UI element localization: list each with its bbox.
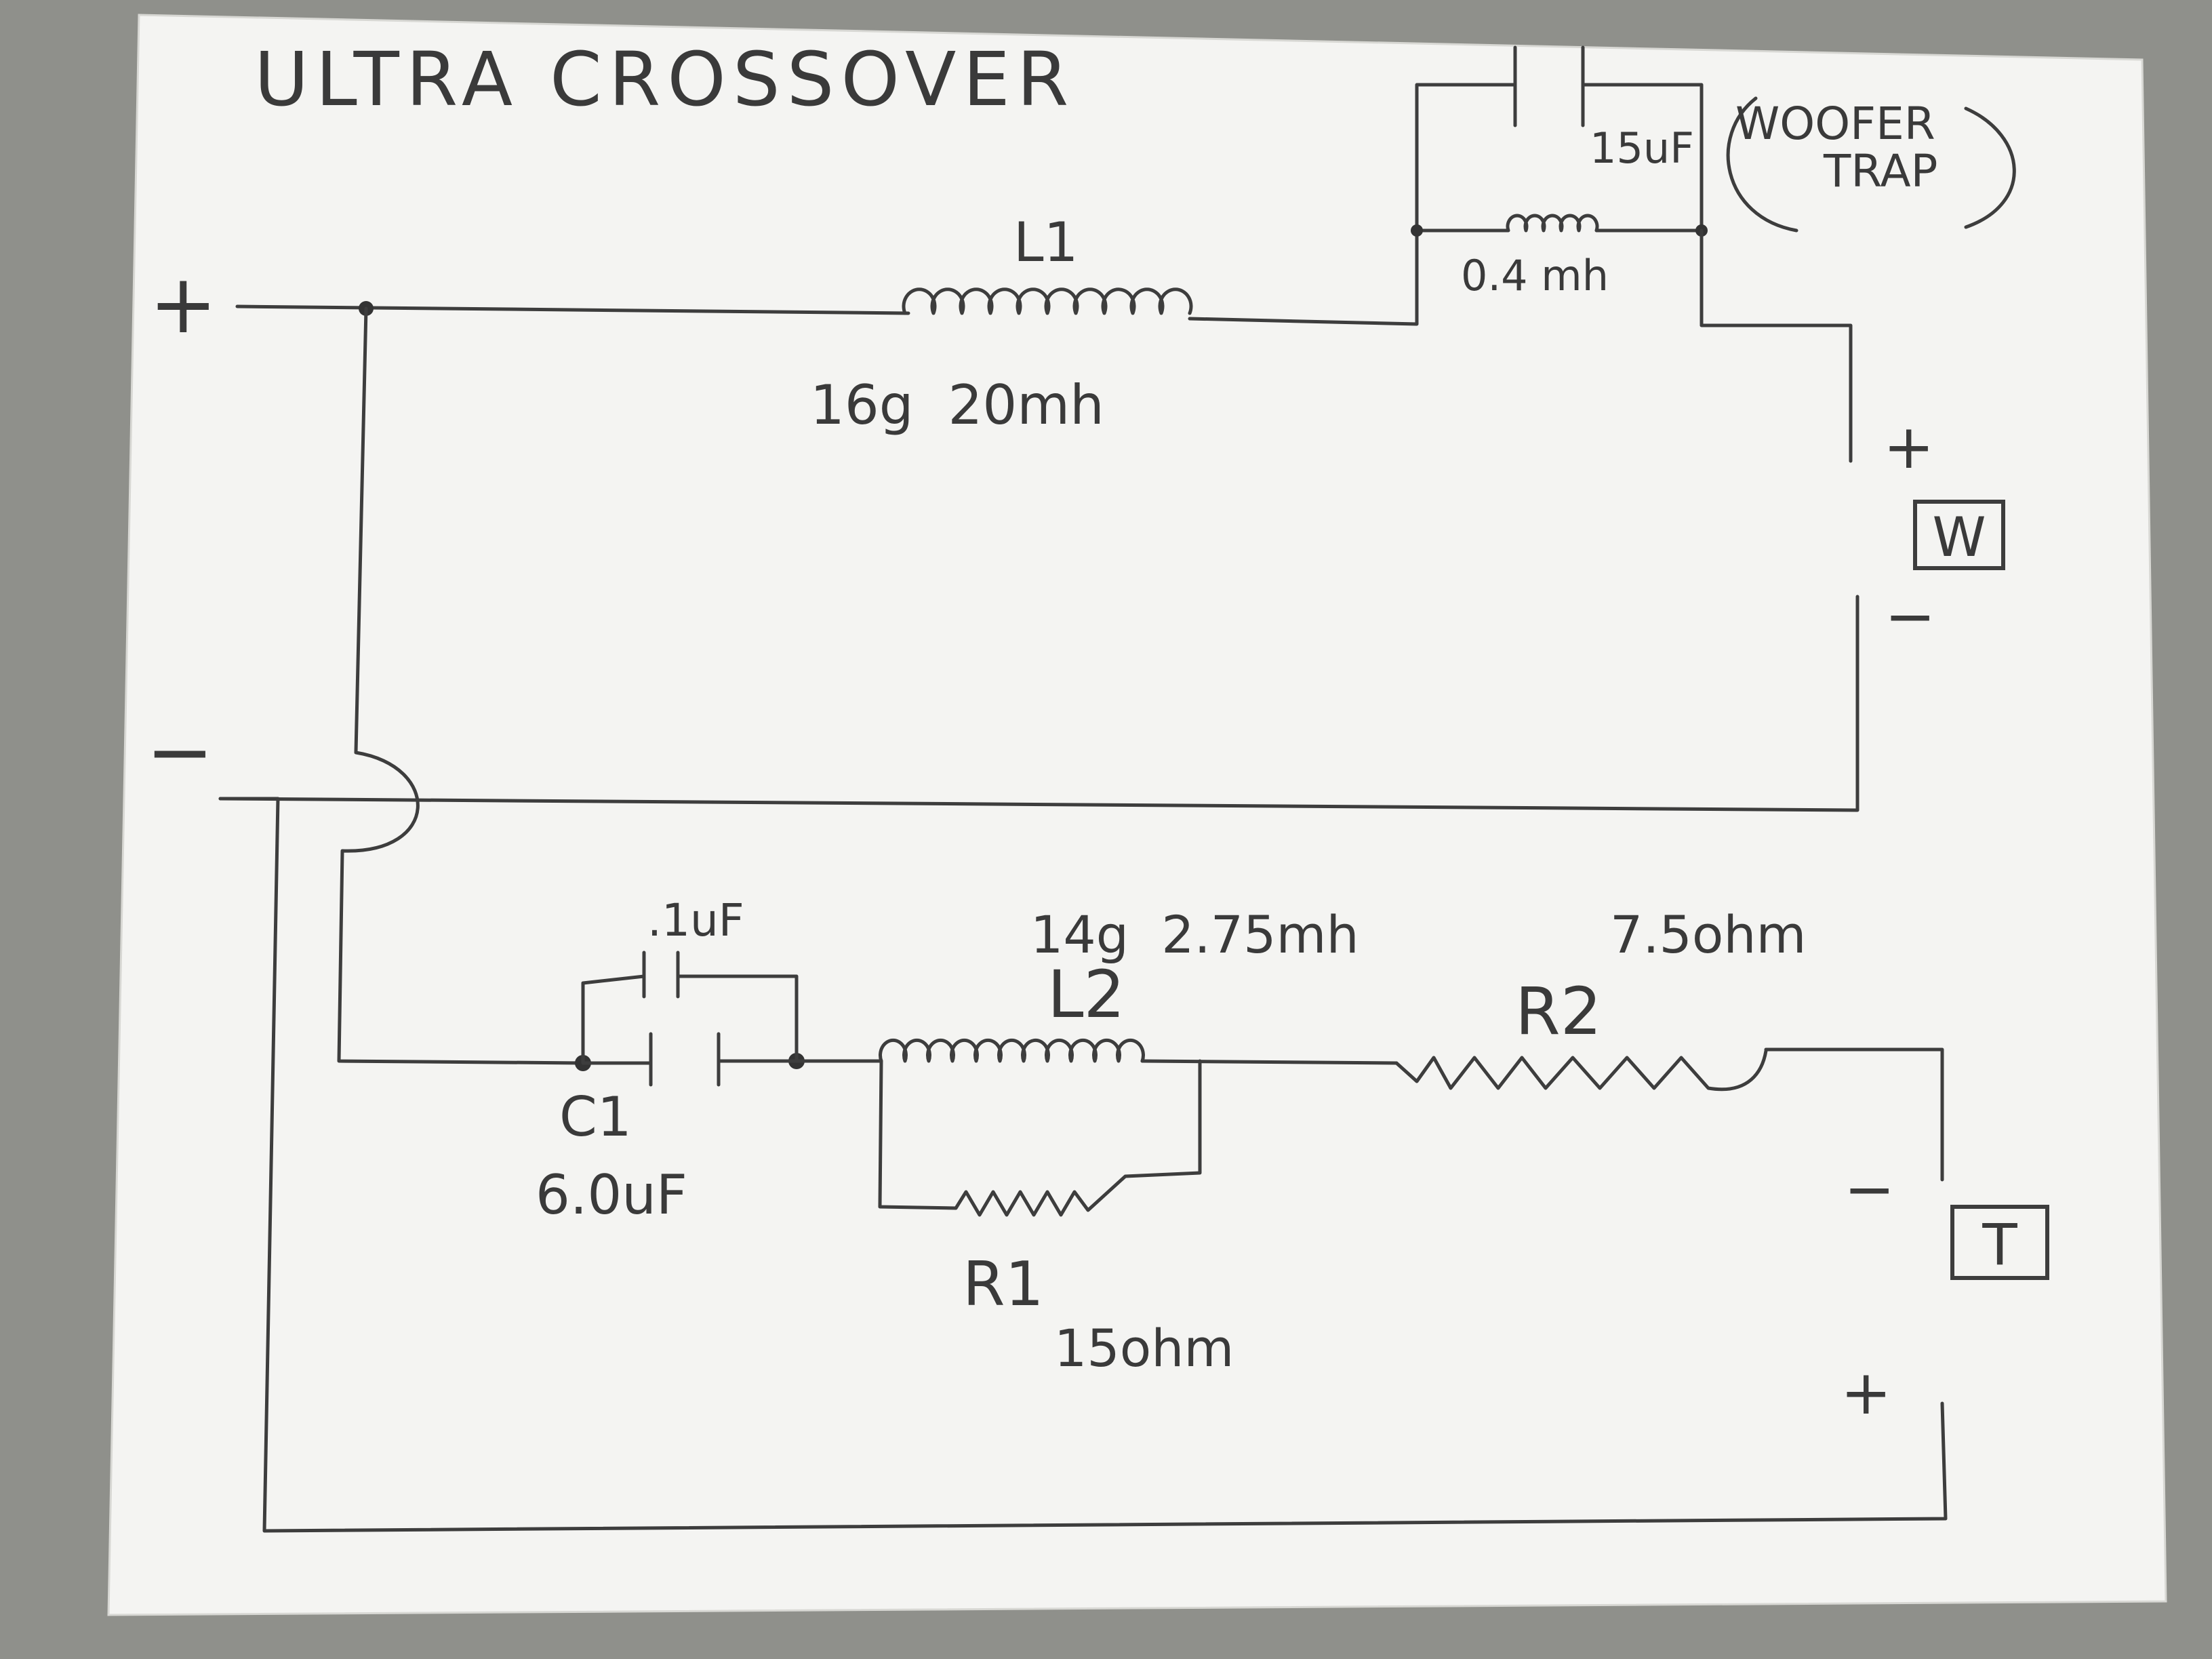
trap-left-junction-dot [1411, 224, 1423, 237]
woofer-driver: W [1913, 500, 2005, 570]
woofer-minus-sign: − [1885, 581, 1935, 652]
r2-label: R2 [1515, 974, 1602, 1050]
diagram-title: ULTRA CROSSOVER [254, 36, 1075, 123]
bypass-capacitor [581, 951, 799, 1065]
tweeter-minus-sign: − [1844, 1154, 1895, 1225]
input-positive-wire [235, 304, 910, 315]
woofer-label: W [1932, 506, 1986, 569]
l2-label: L2 [1047, 957, 1125, 1033]
inductor-l2 [879, 1039, 1145, 1063]
woofer-plus-sign: + [1883, 412, 1934, 483]
r2-to-tweeter-wire [1764, 1047, 1944, 1182]
capacitor-c1 [581, 1032, 799, 1087]
input-plus-sign: + [149, 258, 218, 352]
woofer-trap-bracket [1726, 96, 2016, 233]
r1-value: 15ohm [1054, 1318, 1234, 1378]
l1-spec: 16g 20mh [810, 374, 1104, 437]
l2-spec: 14g 2.75mh [1030, 904, 1359, 965]
woofer-trap-label-1: WOOFER [1735, 98, 1935, 150]
trap-inductor-value: 0.4 mh [1461, 251, 1609, 300]
trap-inductor-branch [1415, 214, 1704, 233]
resistor-r1 [878, 1059, 1202, 1217]
input-positive-to-tweeter-wire [337, 306, 585, 1065]
c1-value: 6.0uF [536, 1163, 687, 1226]
woofer-trap-label-2: TRAP [1823, 145, 1937, 197]
bypass-capacitor-value: .1uF [647, 894, 744, 946]
l2-to-r2-wire [1140, 1059, 1399, 1065]
l1-label: L1 [1013, 211, 1078, 274]
resistor-r2 [1394, 1049, 1768, 1092]
tweeter-label: T [1982, 1212, 2017, 1278]
input-minus-sign: − [146, 705, 214, 799]
r1-label: R1 [963, 1249, 1044, 1320]
input-negative-to-tweeter-wire [218, 797, 1948, 1533]
woofer-return-wire [218, 595, 1859, 812]
c1-label: C1 [559, 1085, 632, 1148]
l1-to-trap-wire [1188, 228, 1419, 326]
r2-value: 7.5ohm [1610, 904, 1807, 965]
inductor-l1 [902, 287, 1193, 315]
trap-to-woofer-wire [1700, 228, 1853, 463]
tweeter-plus-sign: + [1841, 1357, 1891, 1428]
paper-sheet [107, 14, 2167, 1616]
trap-capacitor-value: 15uF [1590, 123, 1694, 173]
tweeter-driver: T [1950, 1205, 2049, 1280]
trap-capacitor-branch [1415, 45, 1704, 233]
